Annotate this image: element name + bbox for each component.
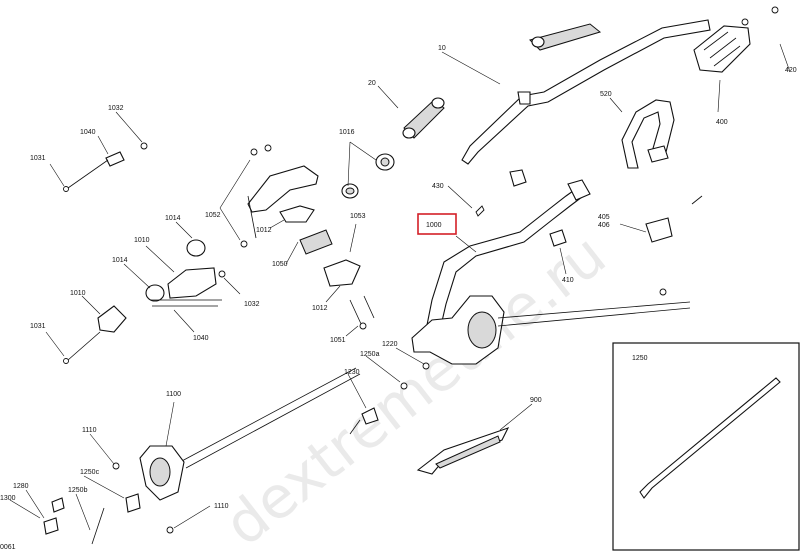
part-1012-lower-clamp[interactable] (323, 259, 375, 330)
highlight-box-1000 (417, 213, 457, 235)
part-1016-washers[interactable] (341, 153, 395, 199)
label-1040-lower: 1040 (193, 335, 209, 342)
label-1014-lower: 1014 (112, 257, 128, 264)
label-1010-upper: 1010 (134, 237, 150, 244)
part-20-sleeve[interactable] (402, 97, 445, 139)
label-10: 10 (438, 45, 446, 52)
part-1014-clamp[interactable] (145, 239, 226, 307)
label-1052: 1052 (205, 212, 221, 219)
part-520-loop[interactable] (621, 99, 675, 169)
label-1031-top: 1031 (30, 155, 46, 162)
watermark-text: dextremeuile.ru (212, 221, 618, 551)
label-1032-lower: 1032 (244, 301, 260, 308)
label-1230: 1230 (344, 369, 360, 376)
part-1100-shaft[interactable] (139, 367, 361, 501)
callout-labels: 10 20 1016 520 420 400 430 1000 405 406 … (0, 45, 797, 551)
label-1300: 1300 (0, 495, 16, 502)
label-1220: 1220 (382, 341, 398, 348)
label-520: 520 (600, 91, 612, 98)
leader-lines (9, 43, 791, 531)
label-1010-lower: 1010 (70, 290, 86, 297)
label-1051: 1051 (330, 337, 346, 344)
label-1032-top: 1032 (108, 105, 124, 112)
corner-code: 0061 (0, 544, 16, 551)
label-1012-upper: 1012 (256, 227, 272, 234)
inset-label: 1250 (632, 355, 648, 362)
label-1012-lower: 1012 (312, 305, 328, 312)
label-1050: 1050 (272, 261, 288, 268)
part-1040-upper[interactable] (63, 142, 148, 192)
right-bolts (475, 195, 703, 296)
label-1100: 1100 (166, 391, 181, 398)
label-1000: 1000 (426, 222, 442, 229)
part-1052-clamp-upper[interactable] (240, 144, 333, 255)
label-410: 410 (562, 277, 574, 284)
label-1250c: 1250c (80, 469, 100, 476)
label-1110-left: 1110 (82, 427, 97, 434)
label-420: 420 (785, 67, 797, 74)
label-1040-top: 1040 (80, 129, 96, 136)
part-10-tube[interactable] (461, 19, 711, 165)
part-1000-handlebar[interactable] (411, 169, 691, 365)
label-1014-upper: 1014 (165, 215, 181, 222)
part-1250-lower-bits[interactable] (43, 362, 430, 545)
label-900: 900 (530, 397, 542, 404)
label-1250a: 1250a (360, 351, 380, 358)
part-1010-lower[interactable] (63, 305, 127, 364)
label-1250b: 1250b (68, 487, 88, 494)
label-1053: 1053 (350, 213, 366, 220)
label-405: 405 (598, 214, 610, 221)
label-1031-lower: 1031 (30, 323, 46, 330)
label-400: 400 (716, 119, 728, 126)
part-400-bracket[interactable] (693, 6, 779, 73)
label-20: 20 (368, 80, 376, 87)
label-406: 406 (598, 222, 610, 229)
label-1280: 1280 (13, 483, 29, 490)
inset-box-1250: 1250 (612, 342, 800, 551)
label-430: 430 (432, 183, 444, 190)
label-1016: 1016 (339, 129, 355, 136)
label-1110-right: 1110 (214, 503, 229, 510)
part-900-guard[interactable] (416, 427, 510, 475)
